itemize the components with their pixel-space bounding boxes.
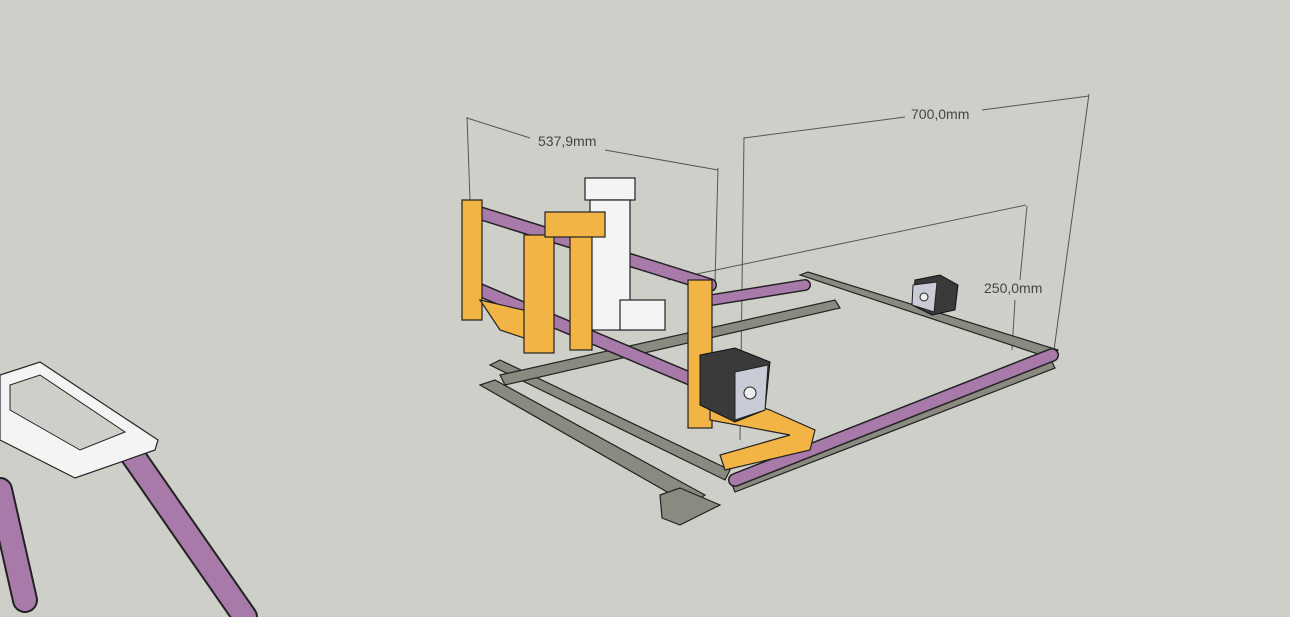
dimension-label-width: 537,9mm xyxy=(538,133,596,149)
dimension-width[interactable]: 537,9mm xyxy=(466,116,719,283)
secondary-model-part xyxy=(0,361,159,479)
z-axis-carriage[interactable] xyxy=(584,177,666,331)
dimension-label-length: 700,0mm xyxy=(911,106,969,122)
base-frame[interactable] xyxy=(478,271,1060,526)
dimension-height[interactable]: 250,0mm xyxy=(667,204,1042,351)
stepper-motor-y xyxy=(911,274,959,316)
stepper-motor-x xyxy=(699,347,771,423)
dimension-length[interactable]: 700,0mm xyxy=(739,93,1090,441)
dimension-label-height: 250,0mm xyxy=(984,280,1042,296)
